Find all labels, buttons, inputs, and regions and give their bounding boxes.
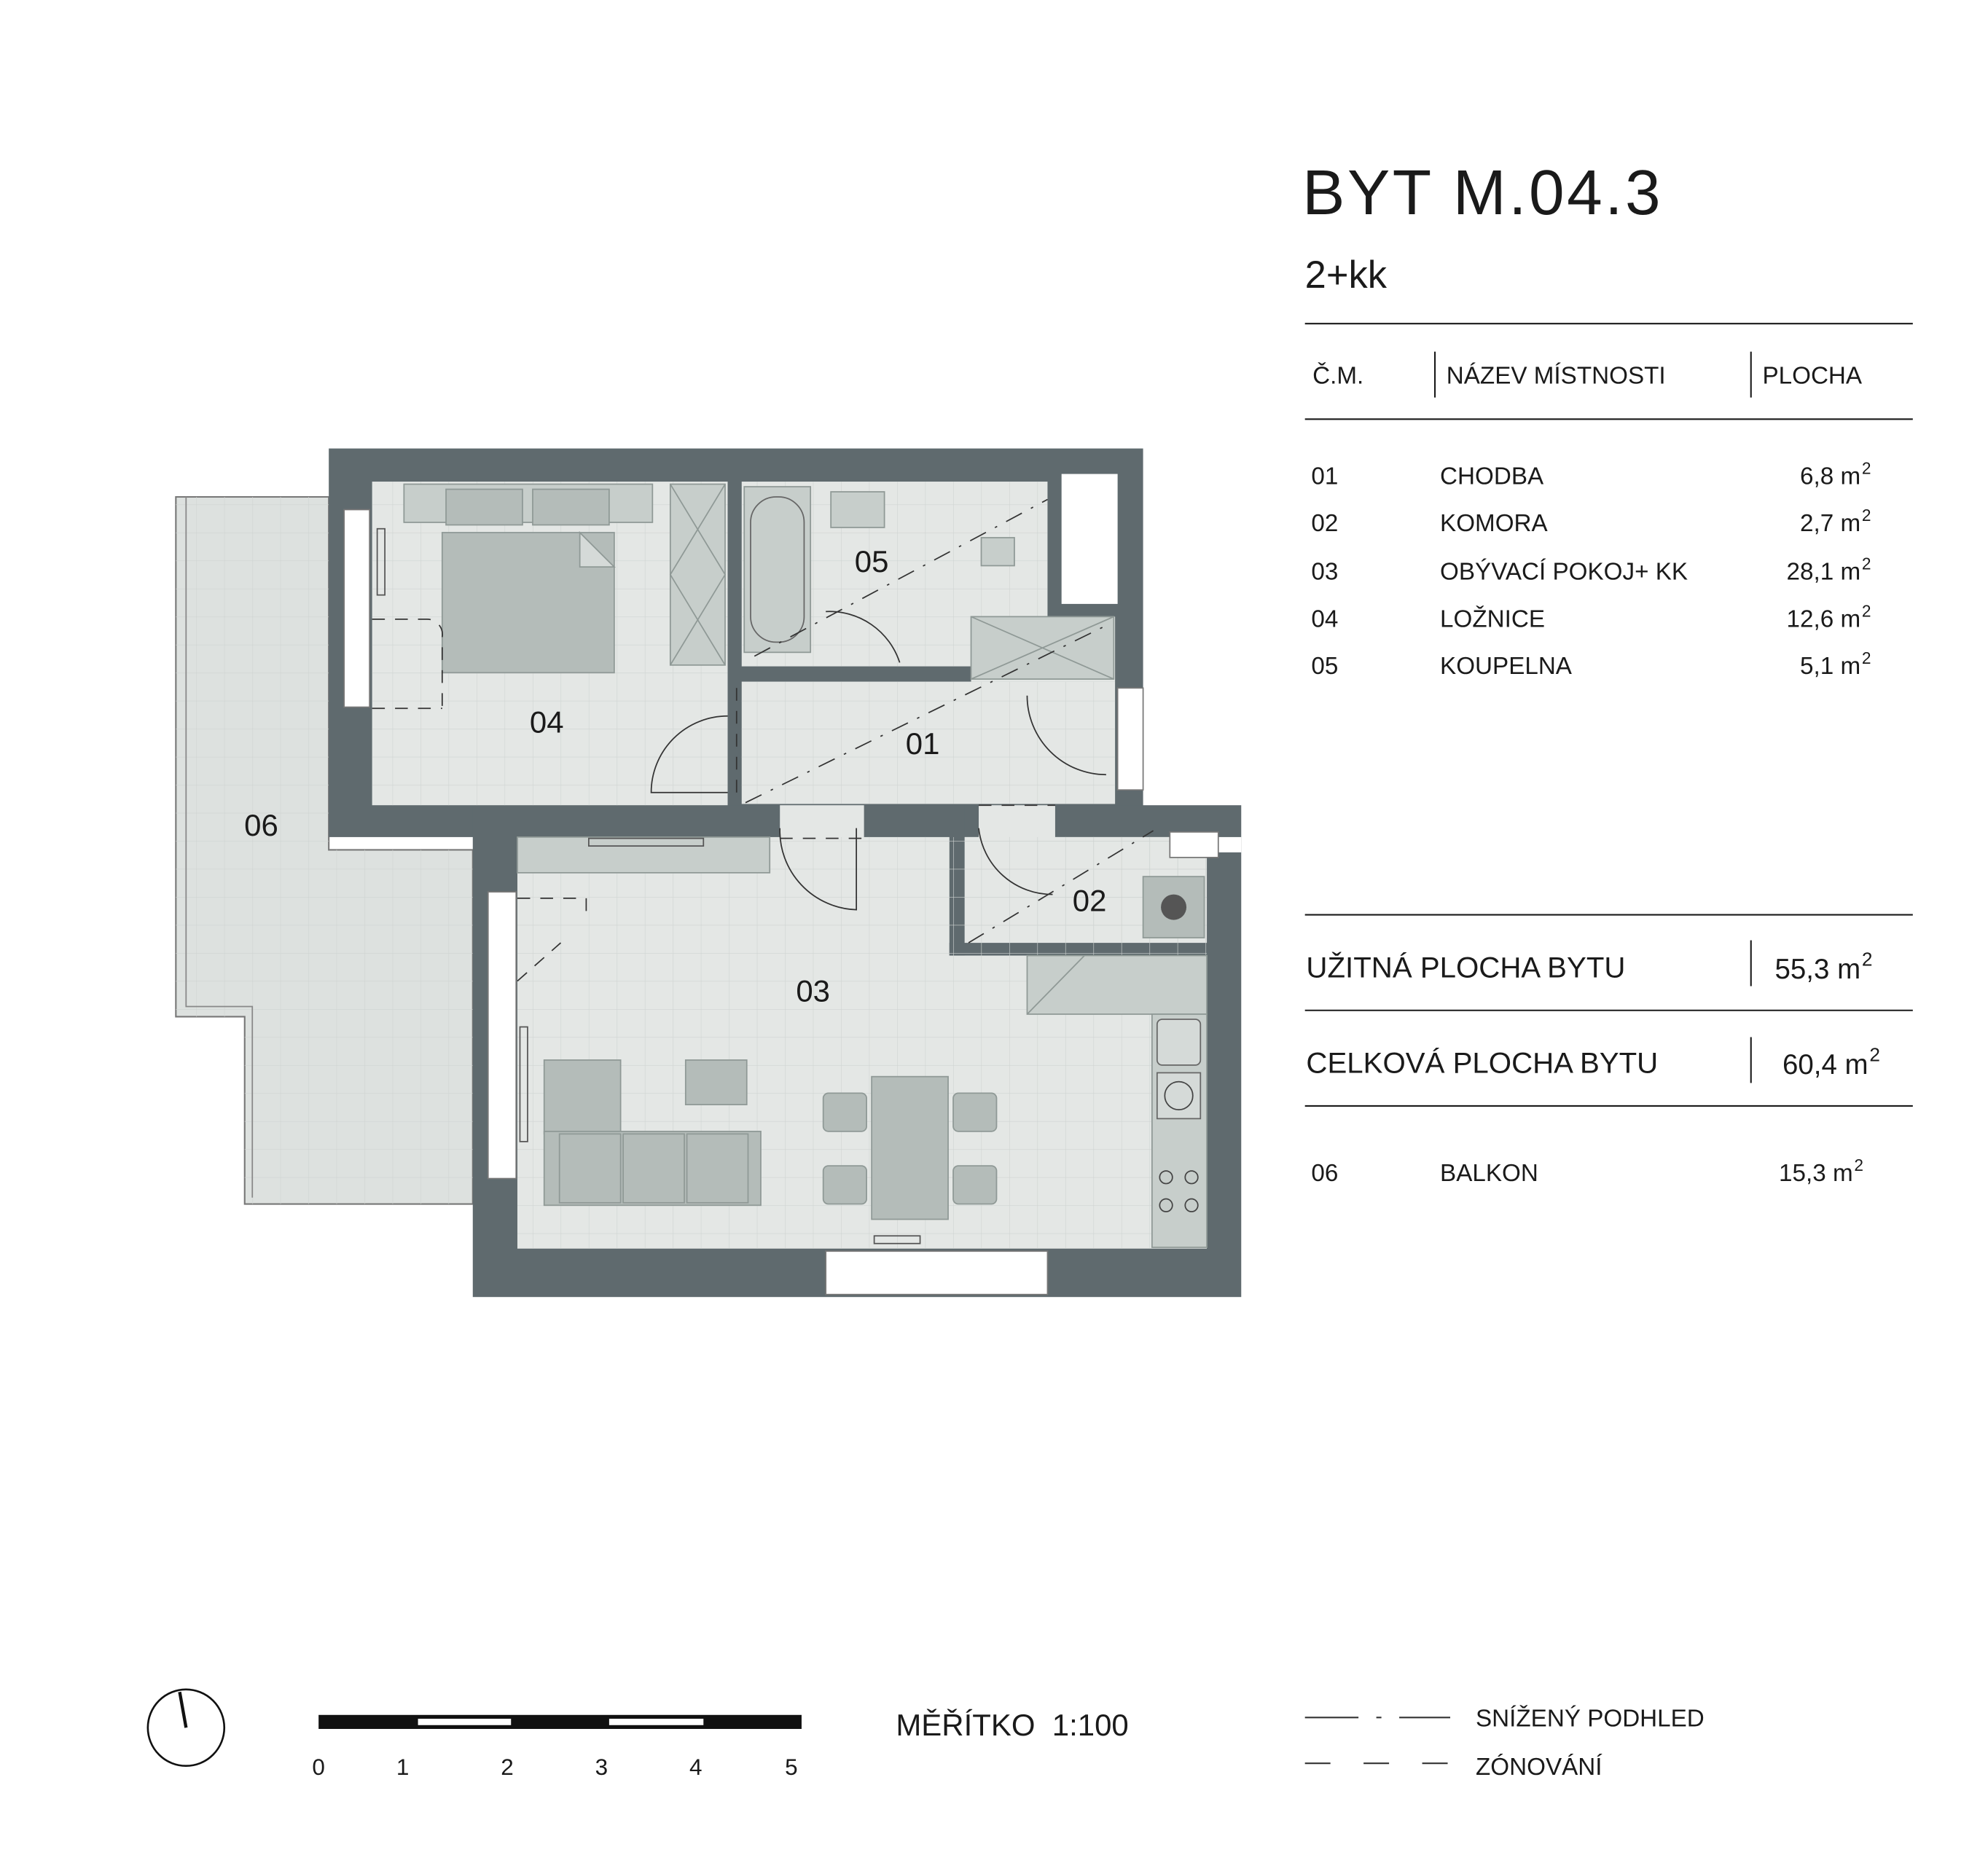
- scale-tick: 4: [689, 1754, 703, 1780]
- furniture: [376, 483, 1208, 1248]
- plan-label-02: 02: [1073, 883, 1107, 917]
- row-id: 02: [1311, 510, 1338, 537]
- usable-area-value: 55,3 m: [1775, 954, 1861, 985]
- page-title: BYT M.04.3: [1302, 157, 1663, 228]
- row-name: KOUPELNA: [1440, 653, 1573, 680]
- plan-label-03: 03: [796, 973, 830, 1008]
- table-header-name: NÁZEV MÍSTNOSTI: [1447, 362, 1666, 389]
- row-area: 5,1 m: [1800, 653, 1860, 680]
- row-name: BALKON: [1440, 1160, 1538, 1187]
- apartment-type: 2+kk: [1305, 254, 1388, 297]
- row-id: 04: [1311, 605, 1338, 632]
- room-table: 01 CHODBA 6,8 m 2 02 KOMORA 2,7 m 2 03 O…: [1311, 459, 1871, 680]
- row-id: 03: [1311, 559, 1338, 586]
- table-row: 02 KOMORA 2,7 m 2: [1311, 506, 1871, 537]
- legend-zoning: ZÓNOVÁNÍ: [1476, 1753, 1602, 1781]
- plan-label-01: 01: [906, 726, 940, 761]
- row-area-sup: 2: [1862, 601, 1871, 620]
- row-name: LOŽNICE: [1440, 605, 1545, 632]
- row-name: KOMORA: [1440, 510, 1548, 537]
- scale-label: MĚŘÍTKO 1:100: [896, 1708, 1128, 1742]
- legend-lowered-ceiling: SNÍŽENÝ PODHLED: [1476, 1706, 1705, 1733]
- row-area-sup: 2: [1862, 459, 1871, 478]
- plan-label-06: 06: [244, 808, 278, 842]
- table-row: 04 LOŽNICE 12,6 m 2: [1311, 601, 1871, 632]
- table-header-id: Č.M.: [1312, 361, 1363, 389]
- row-area-sup: 2: [1862, 554, 1871, 573]
- scale-tick: 2: [501, 1754, 514, 1780]
- row-area: 2,7 m: [1800, 510, 1860, 537]
- row-area-sup: 2: [1862, 506, 1871, 525]
- row-name: CHODBA: [1440, 463, 1544, 490]
- row-area: 15,3 m: [1779, 1160, 1853, 1187]
- scale-tick: 1: [396, 1754, 410, 1780]
- row-id: 06: [1311, 1160, 1338, 1187]
- doors-and-zoning-lines: [372, 498, 1154, 982]
- shaft: [1061, 474, 1118, 604]
- usable-area-label: UŽITNÁ PLOCHA BYTU: [1306, 951, 1625, 984]
- usable-area-sup: 2: [1862, 949, 1873, 970]
- north-arrow-icon: [146, 1688, 226, 1768]
- plan-label-05: 05: [855, 544, 889, 578]
- scale-tick: 5: [785, 1754, 798, 1780]
- table-row: 03 OBÝVACÍ POKOJ+ KK 28,1 m 2: [1311, 554, 1871, 586]
- row-area-sup: 2: [1854, 1156, 1863, 1174]
- scale-tick: 3: [595, 1754, 608, 1780]
- scale-tick: 0: [312, 1754, 325, 1780]
- table-header-area: PLOCHA: [1762, 362, 1862, 389]
- balcony-06: [175, 495, 474, 1205]
- legend: SNÍŽENÝ PODHLED ZÓNOVÁNÍ: [1304, 1706, 1705, 1781]
- row-name: OBÝVACÍ POKOJ+ KK: [1440, 559, 1688, 586]
- row-area: 12,6 m: [1787, 605, 1861, 632]
- row-area-sup: 2: [1862, 648, 1871, 667]
- plan-labels: 04 05 01 06 02 03: [244, 544, 1106, 1008]
- row-id: 05: [1311, 653, 1338, 680]
- row-area: 28,1 m: [1787, 559, 1861, 586]
- total-area-label: CELKOVÁ PLOCHA BYTU: [1306, 1046, 1658, 1079]
- table-row: 01 CHODBA 6,8 m 2: [1311, 459, 1871, 490]
- table-row: 05 KOUPELNA 5,1 m 2: [1311, 648, 1871, 680]
- windows: [343, 509, 1242, 1295]
- total-area-value: 60,4 m: [1782, 1049, 1868, 1080]
- plan-label-04: 04: [530, 705, 564, 740]
- total-area-sup: 2: [1869, 1044, 1880, 1066]
- scale-bar: 0 1 2 3 4 5: [312, 1714, 802, 1780]
- balcony-row: 06 BALKON 15,3 m 2: [1311, 1156, 1863, 1187]
- row-id: 01: [1311, 463, 1338, 490]
- row-area: 6,8 m: [1800, 463, 1860, 490]
